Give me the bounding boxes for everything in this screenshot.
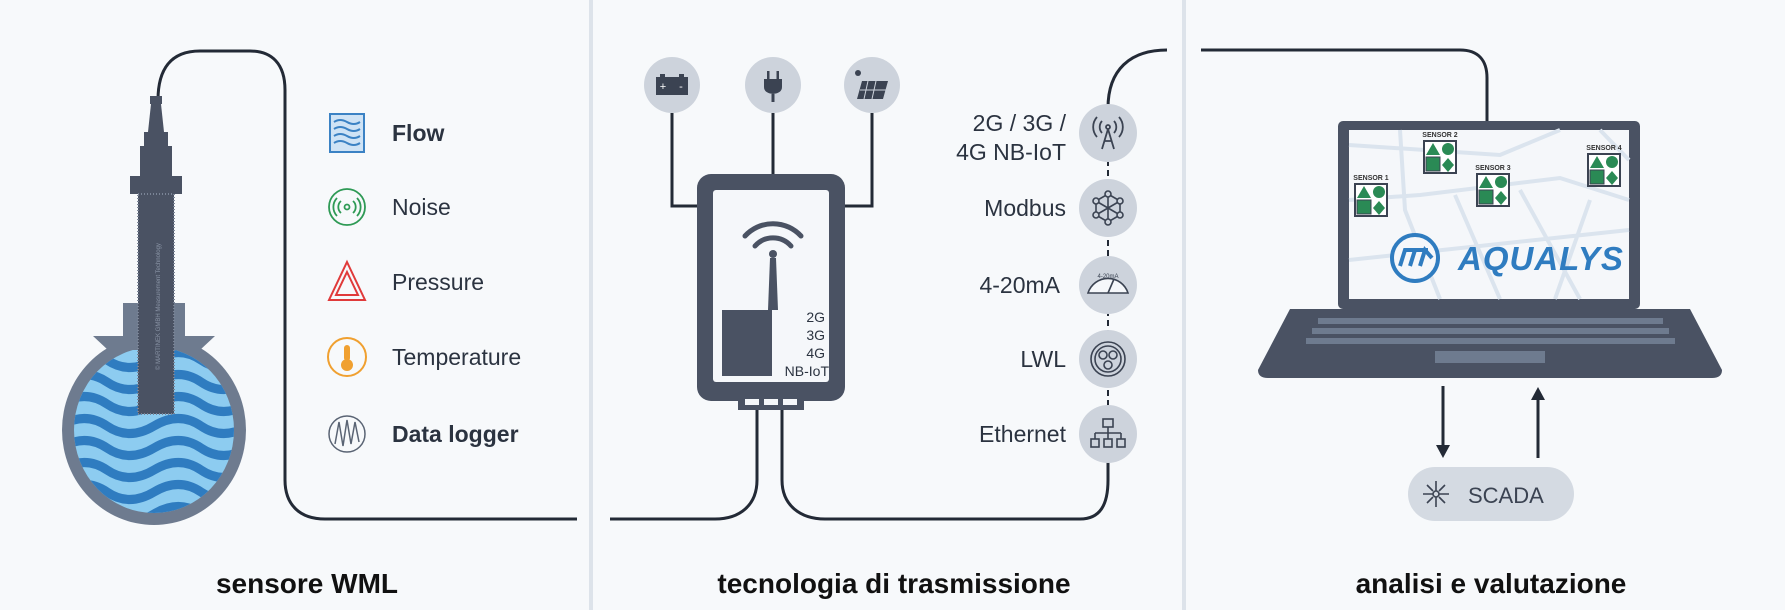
svg-text:SENSOR 2: SENSOR 2: [1422, 132, 1458, 139]
antenna-icon: [1092, 116, 1124, 150]
gauge-icon: 4-20mA: [1086, 274, 1130, 294]
interface-label-cellular-2: 4G NB-IoT: [956, 139, 1066, 165]
panel-title-sensor: sensore WML: [216, 568, 398, 599]
measurement-label-pressure: Pressure: [392, 269, 484, 295]
panel-title-transmission: tecnologia di trasmissione: [717, 568, 1070, 599]
sensor-marker-3: SENSOR 3: [1475, 165, 1511, 207]
sensor-marker-4: SENSOR 4: [1586, 145, 1622, 187]
pipe-illustration: [62, 303, 246, 525]
svg-text:SENSOR 4: SENSOR 4: [1586, 145, 1622, 152]
plug-icon: [745, 57, 801, 113]
svg-text:4G: 4G: [806, 345, 825, 361]
brand-name: AQUALYS: [1457, 240, 1624, 277]
interface-ethernet: [1079, 405, 1137, 463]
measurement-label-data-logger: Data logger: [392, 421, 519, 447]
aqualys-logo: AQUALYS: [1390, 233, 1624, 283]
network-nodes-icon: [1092, 190, 1124, 226]
panel-divider: [589, 0, 593, 610]
svg-text:4-20mA: 4-20mA: [1097, 274, 1118, 280]
scada-label: SCADA: [1468, 483, 1544, 508]
svg-text:© MARTINEK GMBH Measurement Te: © MARTINEK GMBH Measurement Technology: [155, 243, 162, 370]
power-wires: [670, 113, 874, 208]
battery-icon: + -: [644, 57, 700, 113]
data-logger-icon: [328, 415, 366, 453]
svg-text:SENSOR 1: SENSOR 1: [1353, 175, 1389, 182]
measurement-label-temperature: Temperature: [392, 344, 521, 370]
gateway-device: 2G 3G 4G NB-IoT: [697, 174, 845, 410]
sensor-markers: SENSOR 1 SENSOR 2 SENSOR 3: [1353, 132, 1622, 217]
sensor-marker-1: SENSOR 1: [1353, 175, 1389, 217]
scada-button[interactable]: SCADA: [1408, 467, 1574, 521]
interface-4-20ma: 4-20mA: [1079, 256, 1137, 314]
keyboard: [1306, 318, 1675, 363]
interface-label-cellular-1: 2G / 3G /: [973, 110, 1067, 136]
pressure-icon: [327, 259, 367, 301]
fiber-optic-icon: [1090, 341, 1126, 377]
interface-label-modbus: Modbus: [984, 195, 1066, 221]
sensor-cable: [156, 49, 577, 521]
solar-panel-icon: [844, 57, 900, 113]
svg-text:-: -: [679, 81, 683, 93]
measurement-label-noise: Noise: [392, 194, 451, 220]
panel-divider: [1182, 0, 1186, 610]
interface-label-lwl: LWL: [1020, 346, 1066, 372]
laptop-cable: [1201, 48, 1489, 122]
svg-text:NB-IoT: NB-IoT: [785, 363, 830, 379]
svg-text:SENSOR 3: SENSOR 3: [1475, 165, 1511, 172]
panel-title-analysis: analisi e valutazione: [1356, 568, 1627, 599]
measurement-label-flow: Flow: [392, 120, 444, 146]
thermometer-icon: [327, 337, 367, 377]
interface-modbus: [1079, 179, 1137, 237]
uplink-cable: [1106, 48, 1168, 109]
device-cable-left: [610, 410, 759, 521]
sensor-marker-2: SENSOR 2: [1422, 132, 1458, 174]
sensor-panel: © MARTINEK GMBH Measurement Technology F…: [62, 49, 577, 599]
flow-icon: [329, 113, 365, 153]
scada-hub-icon: [1423, 481, 1449, 507]
noise-icon: [328, 188, 366, 226]
device-cable-right: [780, 410, 1110, 521]
interface-labels: 2G / 3G / 4G NB-IoT Modbus 4-20mA LWL Et…: [956, 110, 1067, 447]
svg-text:3G: 3G: [806, 327, 825, 343]
interface-lwl: [1079, 330, 1137, 388]
probe-icon: © MARTINEK GMBH Measurement Technology: [130, 96, 182, 415]
interface-label-4-20ma: 4-20mA: [979, 272, 1060, 298]
ethernet-icon: [1090, 418, 1126, 448]
svg-text:+: +: [660, 81, 666, 93]
measurement-list: Flow Noise Pressure Temperature Data log…: [392, 120, 521, 447]
svg-text:2G: 2G: [806, 309, 825, 325]
laptop: SENSOR 1 SENSOR 2 SENSOR 3: [1258, 121, 1722, 378]
transmission-panel: + - 2G 3G 4G NB-IoT: [610, 48, 1168, 599]
data-flow-arrows: [1436, 386, 1545, 458]
interface-label-ethernet: Ethernet: [979, 421, 1067, 447]
analysis-panel: SENSOR 1 SENSOR 2 SENSOR 3: [1201, 48, 1722, 599]
interface-antenna: [1079, 104, 1137, 162]
wifi-icon: [742, 221, 804, 249]
